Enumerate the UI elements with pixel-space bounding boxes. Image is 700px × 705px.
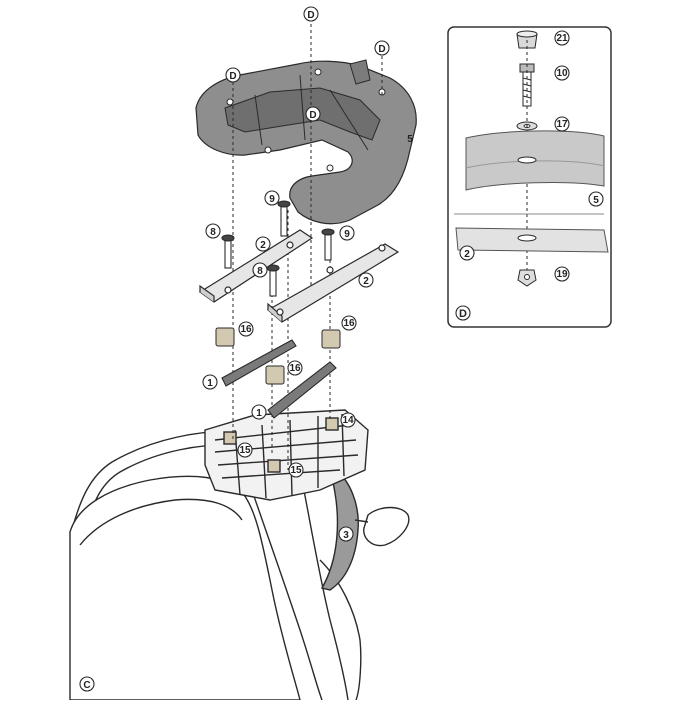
top-case-plate — [195, 59, 417, 225]
callout-1b: 1 — [251, 404, 267, 420]
svg-text:21: 21 — [556, 33, 568, 44]
svg-text:3: 3 — [343, 530, 349, 541]
detail-callout-10: 10 — [554, 65, 570, 81]
latch — [349, 59, 371, 85]
callout-2a: 2 — [255, 236, 271, 252]
strip-1b — [267, 361, 337, 419]
svg-text:8: 8 — [210, 227, 216, 238]
svg-text:1: 1 — [207, 378, 213, 389]
svg-text:16: 16 — [289, 363, 301, 374]
callout-16c: 16 — [287, 360, 303, 376]
callout-16b: 16 — [341, 315, 357, 331]
callout-3: 3 — [338, 526, 354, 542]
bolt-9a — [277, 200, 291, 237]
callout-1a: 1 — [202, 374, 218, 390]
svg-text:D: D — [459, 308, 467, 320]
detail-callout-19: 19 — [554, 266, 570, 282]
bolts — [221, 200, 335, 297]
detail-callout-2: 2 — [459, 245, 475, 261]
svg-text:16: 16 — [240, 324, 252, 335]
svg-text:1: 1 — [256, 408, 262, 419]
svg-text:15: 15 — [290, 465, 302, 476]
strips — [221, 339, 337, 419]
rear-rack — [204, 409, 369, 501]
spacer-16b — [321, 329, 341, 349]
svg-text:10: 10 — [556, 68, 568, 79]
svg-text:2: 2 — [260, 240, 266, 251]
callout-9a: 9 — [264, 190, 280, 206]
callout-d-right: D — [374, 40, 390, 56]
spacers — [215, 327, 341, 385]
turn-signal — [363, 506, 410, 547]
callout-2b: 2 — [358, 272, 374, 288]
plate-body — [195, 60, 417, 225]
svg-text:2: 2 — [363, 276, 369, 287]
callout-8b: 8 — [252, 262, 268, 278]
callouts: D D D D 5 9 9 8 8 2 2 16 — [79, 6, 413, 692]
svg-text:D: D — [229, 71, 236, 82]
callout-14: 14 — [340, 412, 356, 428]
svg-text:5: 5 — [407, 134, 413, 145]
rear-body — [244, 469, 323, 701]
svg-text:D: D — [378, 44, 385, 55]
svg-text:16: 16 — [343, 318, 355, 329]
svg-text:8: 8 — [257, 266, 263, 277]
svg-text:17: 17 — [556, 119, 568, 130]
motorcycle-outline — [69, 409, 410, 701]
seat — [69, 475, 301, 701]
detail-callout-17: 17 — [554, 116, 570, 132]
callout-d-left: D — [225, 67, 241, 83]
detail-callout-5: 5 — [588, 191, 604, 207]
detail-callout-d: D — [455, 305, 471, 321]
callout-15a: 15 — [237, 442, 253, 458]
svg-text:19: 19 — [556, 269, 568, 280]
spacer-16c — [265, 365, 285, 385]
bolt-9b — [321, 228, 335, 261]
svg-text:C: C — [83, 680, 90, 691]
callout-15b: 15 — [288, 462, 304, 478]
bolt-8b — [266, 264, 280, 297]
callout-9b: 9 — [339, 225, 355, 241]
detail-callout-21: 21 — [554, 30, 570, 46]
svg-text:D: D — [307, 10, 314, 21]
svg-text:2: 2 — [464, 249, 470, 260]
callout-c: C — [79, 676, 95, 692]
callout-8a: 8 — [205, 223, 221, 239]
spacer-16a — [215, 327, 235, 347]
callout-5: 5 — [407, 134, 413, 145]
svg-text:14: 14 — [342, 415, 354, 426]
svg-text:5: 5 — [593, 195, 599, 206]
callout-d-top: D — [303, 6, 319, 22]
callout-16a: 16 — [238, 321, 254, 337]
bolt-8a — [221, 234, 235, 269]
strip-1a — [221, 339, 297, 387]
callout-d-mid: D — [305, 106, 321, 122]
svg-text:9: 9 — [344, 229, 350, 240]
svg-text:D: D — [309, 110, 316, 121]
svg-text:15: 15 — [239, 445, 251, 456]
svg-text:9: 9 — [269, 194, 275, 205]
detail-d-panel: 21 10 17 5 2 19 D — [447, 26, 612, 328]
